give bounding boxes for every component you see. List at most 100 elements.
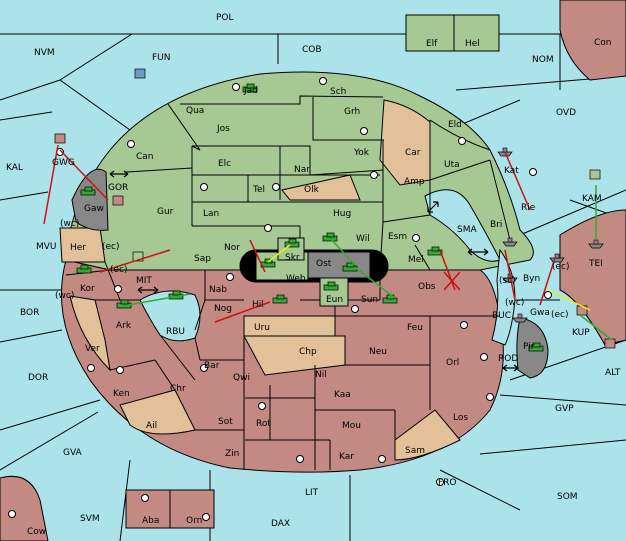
army-icon[interactable]	[284, 238, 300, 248]
land-label-obs: Obs	[418, 282, 436, 292]
land-label-sun: Sun	[361, 295, 378, 305]
move-arrow	[267, 244, 291, 263]
land-label-bri: Bri	[490, 220, 502, 230]
supply-center	[232, 83, 240, 91]
sea-label-cob: COB	[302, 45, 322, 55]
land-label-kat: Kat	[504, 166, 519, 176]
sea-label-buc: BUC	[492, 311, 511, 321]
land-label-ec4: (ec)	[551, 310, 569, 320]
flag-icon[interactable]	[54, 133, 66, 144]
sea-label-dor: DOR	[28, 373, 48, 383]
supply-center	[296, 455, 304, 463]
army-icon[interactable]	[242, 83, 258, 93]
supply-center	[378, 455, 386, 463]
land-label-mou: Mou	[342, 421, 361, 431]
land-label-elf: Elf	[426, 39, 438, 49]
army-icon[interactable]	[427, 246, 443, 256]
fleet-icon[interactable]	[497, 147, 513, 157]
supply-center	[412, 234, 420, 242]
move-arrow	[539, 257, 556, 306]
flag-icon[interactable]	[132, 251, 144, 262]
territory-elf[interactable]	[405, 14, 455, 52]
land-label-olk: Olk	[304, 185, 320, 195]
land-label-rie: Rie	[521, 203, 536, 213]
land-label-ail: Ail	[146, 421, 157, 431]
land-label-kar: Kar	[339, 452, 354, 462]
flag-icon[interactable]	[589, 169, 601, 180]
sea-label-fun: FUN	[152, 53, 171, 63]
army-icon[interactable]	[528, 342, 544, 352]
flag-icon[interactable]	[112, 195, 124, 206]
land-label-sap: Sap	[194, 254, 211, 264]
army-icon[interactable]	[80, 186, 96, 196]
sea-label-som: SOM	[557, 492, 578, 502]
move-arrow	[99, 249, 171, 273]
land-label-byn: Byn	[523, 274, 540, 284]
land-label-nog: Nog	[214, 304, 232, 314]
territory-olk[interactable]	[281, 174, 361, 201]
supply-center	[436, 478, 444, 486]
land-label-amp: Amp	[404, 177, 425, 187]
territory-ost[interactable]	[307, 251, 371, 279]
territory-con[interactable]	[559, 0, 626, 81]
land-label-nar: Nar	[294, 165, 310, 175]
supply-center	[87, 364, 95, 372]
land-label-nab: Nab	[209, 285, 227, 295]
army-icon[interactable]	[272, 294, 288, 304]
land-label-sam: Sam	[405, 446, 425, 456]
fleet-icon[interactable]	[502, 237, 518, 247]
land-label-skr: Skr	[285, 253, 300, 263]
sea-label-fro: FRO	[438, 478, 457, 488]
supply-center	[200, 364, 208, 372]
territory-cow[interactable]	[0, 475, 49, 541]
supply-center	[114, 285, 122, 293]
land-label-lan: Lan	[203, 209, 219, 219]
supply-center	[8, 510, 16, 518]
fleet-icon[interactable]	[512, 313, 528, 323]
army-icon[interactable]	[116, 299, 132, 309]
army-icon[interactable]	[76, 264, 92, 274]
sea-label-rbu: RBU	[166, 327, 185, 337]
land-label-ec3: (ec)	[110, 265, 128, 275]
land-label-hug: Hug	[333, 209, 351, 219]
land-labels: Elf Hel Con Jad Sch Qua Grh Jos Eld GWG …	[27, 38, 612, 537]
territory-ail[interactable]	[119, 389, 196, 435]
army-icon[interactable]	[323, 281, 339, 291]
move-arrow	[249, 239, 266, 273]
land-label-con: Con	[594, 38, 612, 48]
supply-center	[480, 353, 488, 361]
land-label-pir: Pir	[523, 342, 535, 352]
land-label-esm: Esm	[388, 232, 407, 242]
land-label-chr: Chr	[170, 384, 186, 394]
sea-label-svm: SVM	[80, 514, 100, 524]
supply-center	[360, 127, 368, 135]
sea-label-kam: KAM	[582, 194, 602, 204]
sea-label-kup: KUP	[572, 328, 590, 338]
sea-label-kal: KAL	[6, 163, 23, 173]
land-label-ost: Ost	[316, 259, 332, 269]
territory-alt-land[interactable]	[559, 209, 626, 346]
supply-center	[264, 224, 272, 232]
territory-ver[interactable]	[69, 295, 111, 372]
sea-label-dax: DAX	[271, 519, 290, 529]
flag-icon[interactable]	[604, 338, 616, 349]
sea-labels: POL NVM FUN COB NOM OVD KAL KAM GOR MVU …	[6, 13, 621, 529]
sea-label-nom: NOM	[532, 55, 554, 65]
territory-orn[interactable]	[169, 489, 215, 529]
supply-center	[258, 402, 266, 410]
territory-sam[interactable]	[394, 409, 461, 461]
land-label-ec2: (ec)	[552, 262, 570, 272]
supply-center	[226, 273, 234, 281]
land-label-hil: Hil	[252, 300, 264, 310]
land-label-orn: Orn	[186, 516, 202, 526]
land-label-cow: Cow	[27, 527, 46, 537]
territory-gaw[interactable]	[71, 168, 109, 231]
land-label-eld: Eld	[448, 120, 462, 130]
land-label-bar: Bar	[204, 361, 220, 371]
territory-hel[interactable]	[453, 14, 500, 52]
territory-car[interactable]	[379, 99, 431, 186]
land-label-gur: Gur	[157, 207, 174, 217]
supply-centers	[8, 77, 552, 521]
supply-center	[141, 494, 149, 502]
flag-icon[interactable]	[134, 68, 146, 79]
